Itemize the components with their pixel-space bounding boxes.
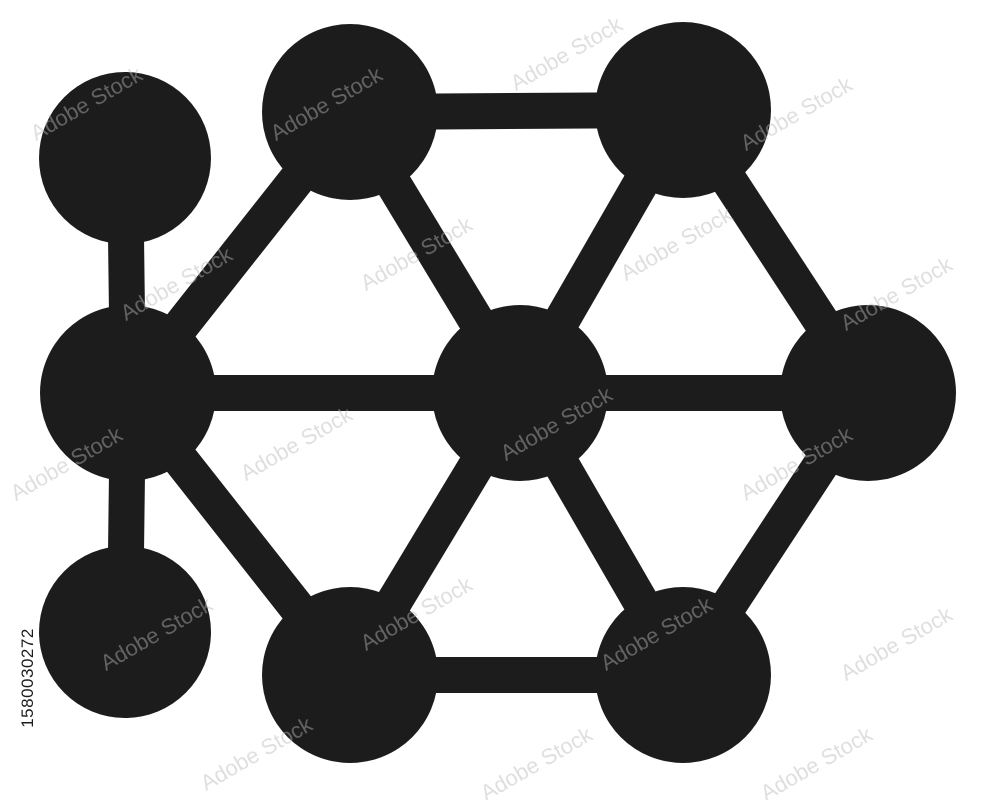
network-nodes	[39, 22, 956, 763]
watermark-text: Adobe Stock	[476, 721, 597, 800]
node-n-bottom-left-branch	[39, 546, 211, 718]
node-n-left-hub	[40, 305, 216, 481]
node-n-top-inner-right	[595, 22, 771, 198]
node-n-top-left-branch	[39, 72, 211, 244]
node-n-top-inner-left	[262, 24, 438, 200]
node-n-center	[432, 305, 608, 481]
watermark-text: Adobe Stock	[836, 601, 957, 686]
watermark-text: Adobe Stock	[756, 721, 877, 800]
watermark-text: Adobe Stock	[236, 401, 357, 486]
node-n-bottom-inner-right	[595, 587, 771, 763]
watermark-text: Adobe Stock	[196, 711, 317, 796]
node-n-right	[780, 305, 956, 481]
node-n-bottom-inner-left	[262, 587, 438, 763]
stock-id-label: 1580030272	[18, 628, 37, 728]
